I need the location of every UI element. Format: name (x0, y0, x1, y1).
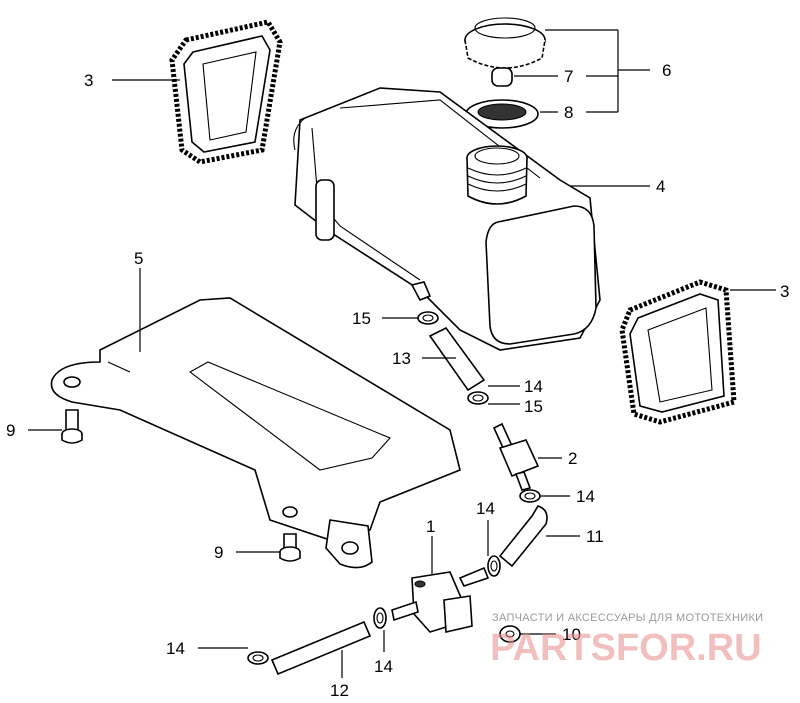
clip-upper-15 (417, 311, 439, 325)
clip-14-right (519, 489, 541, 503)
rubber-frame-right (619, 279, 737, 425)
hose-13 (428, 326, 486, 392)
callout-5: 5 (134, 249, 143, 268)
bolt-bottom (279, 533, 301, 562)
watermark: ЗАПЧАСТИ И АКСЕССУАРЫ ДЛЯ МОТОТЕХНИКИ PA… (490, 612, 763, 669)
callout-4: 4 (656, 177, 665, 196)
bolt-left (61, 409, 83, 444)
callout-12: 12 (330, 681, 349, 700)
cap-filter (491, 67, 513, 87)
clip-lower-14-15 (467, 391, 489, 405)
callout-6: 6 (662, 61, 671, 80)
callout-9-left: 9 (6, 421, 15, 440)
callout-8: 8 (564, 103, 573, 122)
callout-15-lower: 15 (524, 397, 543, 416)
clip-14-lower-middle (373, 607, 387, 629)
watermark-text: ЗАПЧАСТИ И АКСЕССУАРЫ ДЛЯ МОТОТЕХНИКИ (492, 612, 763, 624)
clip-14-middle (487, 555, 501, 577)
fuel-tank (293, 87, 601, 351)
fuel-filter (492, 422, 540, 491)
leader-lines (28, 29, 776, 678)
callout-15-upper: 15 (352, 309, 371, 328)
clip-14-lower-left (247, 651, 269, 665)
callout-3-right: 3 (780, 282, 789, 301)
callout-3-left: 3 (84, 71, 93, 90)
callout-11: 11 (586, 527, 604, 546)
callout-2: 2 (568, 449, 577, 468)
callout-labels: 3 6 7 8 4 3 5 9 15 13 14 15 2 14 14 11 1… (6, 61, 789, 700)
callout-1: 1 (426, 517, 435, 536)
callout-9-bottom: 9 (214, 543, 223, 562)
rubber-frame-left (169, 19, 283, 165)
callout-14-lower-left: 14 (166, 639, 185, 658)
callout-10: 10 (562, 625, 581, 644)
callout-14-upper: 14 (524, 377, 543, 396)
mounting-plate (50, 297, 461, 569)
hose-11 (498, 505, 548, 568)
callout-14-right: 14 (576, 487, 595, 506)
cap-gasket (465, 99, 539, 129)
watermark-logo: PARTSFOR.RU (490, 627, 762, 669)
fuel-cock (391, 566, 490, 633)
callout-13: 13 (392, 349, 411, 368)
callout-7: 7 (564, 67, 573, 86)
callout-14-middle: 14 (476, 499, 495, 518)
hose-12 (270, 620, 372, 676)
callout-14-lower-middle: 14 (374, 657, 393, 676)
fuel-cap (464, 17, 546, 69)
